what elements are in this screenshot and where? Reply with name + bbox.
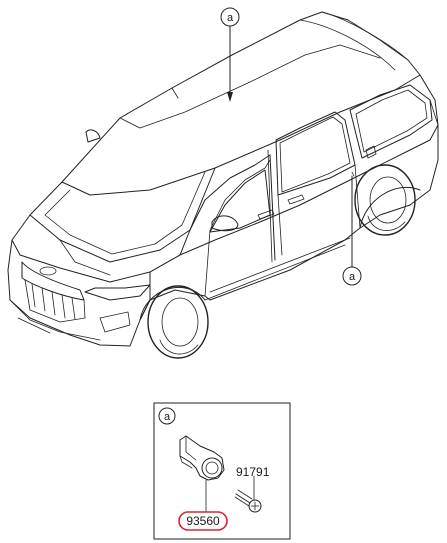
detail-box-label: a — [164, 411, 171, 423]
part-number-91791: 91791 — [236, 465, 270, 479]
door-switch-part — [179, 435, 225, 481]
callout-roof: a — [220, 7, 240, 102]
part-highlight-ring — [178, 511, 228, 531]
part-number-93560: 93560 — [186, 514, 220, 528]
screw-part — [234, 489, 262, 513]
callout-rear-door-label: a — [349, 271, 356, 283]
detail-box: a 91791 93560 — [153, 402, 291, 540]
callout-roof-label: a — [227, 12, 234, 24]
minivan-illustration — [7, 11, 439, 359]
callout-rear-door: a — [342, 175, 362, 286]
